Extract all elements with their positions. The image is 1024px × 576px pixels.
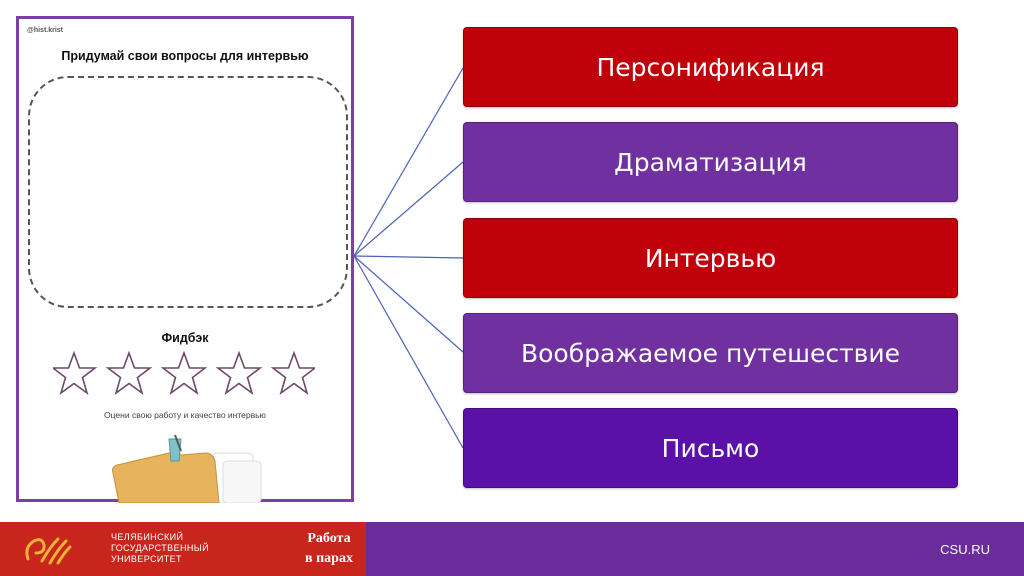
star-icon (53, 350, 98, 396)
category-imaginary-journey[interactable]: Воображаемое путешествие (463, 313, 958, 393)
university-logo-icon (25, 537, 72, 565)
university-name: ЧЕЛЯБИНСКИЙ ГОСУДАРСТВЕННЫЙ УНИВЕРСИТЕТ (111, 532, 210, 564)
worksheet-title: Придумай свои вопросы для интервью (61, 49, 309, 63)
star-icon (160, 350, 208, 396)
work-in-pairs-label: Работа в парах (305, 531, 353, 566)
folder-icon (112, 434, 262, 503)
category-interview[interactable]: Интервью (463, 218, 958, 298)
author-handle: @hist.krist (27, 27, 64, 34)
category-personification[interactable]: Персонификация (463, 27, 958, 107)
rating-stars (53, 350, 315, 396)
star-icon (270, 350, 315, 396)
star-icon (215, 350, 263, 396)
category-letter[interactable]: Письмо (463, 408, 958, 488)
footer-bar: ЧЕЛЯБИНСКИЙ ГОСУДАРСТВЕННЫЙ УНИВЕРСИТЕТ … (0, 522, 1024, 576)
worksheet-card: @hist.krist Придумай свои вопросы для ин… (16, 16, 354, 503)
rating-caption: Оцени свою работу и качество интервью (104, 410, 266, 420)
category-dramatization[interactable]: Драматизация (463, 122, 958, 202)
questions-answer-box[interactable] (28, 76, 348, 308)
feedback-title: Фидбэк (161, 331, 209, 345)
footer-brand-block: ЧЕЛЯБИНСКИЙ ГОСУДАРСТВЕННЫЙ УНИВЕРСИТЕТ … (0, 522, 366, 576)
star-icon (105, 350, 153, 396)
site-link[interactable]: CSU.RU (940, 542, 990, 557)
